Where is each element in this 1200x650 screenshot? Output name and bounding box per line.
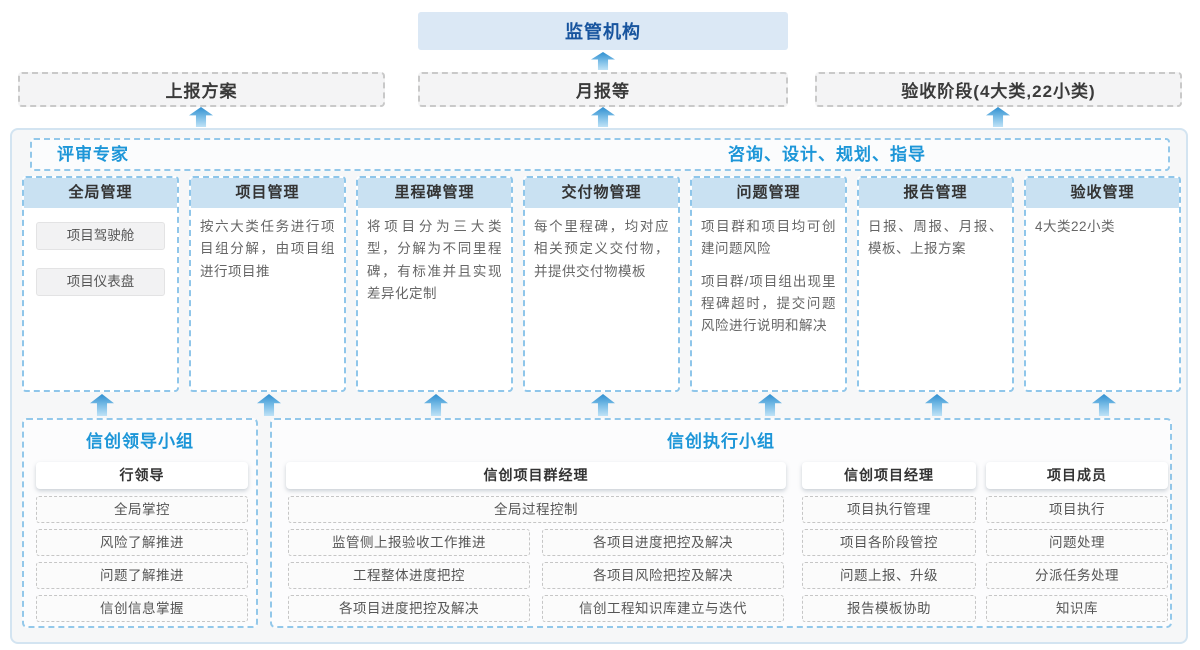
leadership-group-title: 信创领导小组 xyxy=(86,432,194,451)
experts-band: 评审专家 咨询、设计、规划、指导 xyxy=(30,138,1170,171)
project-manager-task: 项目执行管理 xyxy=(802,496,976,523)
program-manager-task: 监管侧上报验收工作推进 xyxy=(288,529,530,556)
column-description: 项目群和项目均可创建问题风险 xyxy=(701,219,836,257)
regulator-label: 监管机构 xyxy=(565,22,641,42)
project-member-pill: 项目成员 xyxy=(986,462,1168,489)
project-member-task: 分派任务处理 xyxy=(986,562,1168,589)
leadership-task: 风险了解推进 xyxy=(36,529,248,556)
program-manager-task: 各项目进度把控及解决 xyxy=(542,529,784,556)
report-plan-label: 上报方案 xyxy=(165,82,238,101)
up-arrow-icon xyxy=(591,107,615,127)
column-title: 交付物管理 xyxy=(525,178,678,208)
report-plan-box: 上报方案 xyxy=(18,72,385,107)
monthly-report-box: 月报等 xyxy=(418,72,788,107)
column-milestone-management: 里程碑管理 将项目分为三大类型，分解为不同里程碑，有标准并且实现差异化定制 xyxy=(356,176,513,392)
column-description: 4大类22小类 xyxy=(1035,219,1116,234)
acceptance-stage-box: 验收阶段(4大类,22小类) xyxy=(815,72,1182,107)
regulator-box: 监管机构 xyxy=(418,12,788,50)
column-title: 全局管理 xyxy=(24,178,177,208)
program-manager-task: 全局过程控制 xyxy=(288,496,784,523)
column-report-management: 报告管理 日报、周报、月报、模板、上报方案 xyxy=(857,176,1014,392)
program-manager-task: 工程整体进度把控 xyxy=(288,562,530,589)
up-arrow-icon xyxy=(986,107,1010,127)
column-project-management: 项目管理 按六大类任务进行项目组分解，由项目组进行项目推 xyxy=(189,176,346,392)
program-manager-pill: 信创项目群经理 xyxy=(286,462,786,489)
column-description: 每个里程碑，均对应相关预定义交付物，并提供交付物模板 xyxy=(534,219,669,279)
project-member-task: 项目执行 xyxy=(986,496,1168,523)
column-title: 验收管理 xyxy=(1026,178,1179,208)
up-arrow-icon xyxy=(189,107,213,127)
column-deliverable-management: 交付物管理 每个里程碑，均对应相关预定义交付物，并提供交付物模板 xyxy=(523,176,680,392)
project-manager-task: 项目各阶段管控 xyxy=(802,529,976,556)
column-title: 问题管理 xyxy=(692,178,845,208)
program-manager-task: 信创工程知识库建立与迭代 xyxy=(542,595,784,622)
leadership-task: 问题了解推进 xyxy=(36,562,248,589)
leadership-task: 信创信息掌握 xyxy=(36,595,248,622)
monthly-report-label: 月报等 xyxy=(576,82,630,101)
column-title: 里程碑管理 xyxy=(358,178,511,208)
project-cockpit-chip: 项目驾驶舱 xyxy=(36,222,165,250)
project-dashboard-chip: 项目仪表盘 xyxy=(36,268,165,296)
program-manager-task: 各项目进度把控及解决 xyxy=(288,595,530,622)
execution-group-title: 信创执行小组 xyxy=(667,432,775,451)
column-description: 将项目分为三大类型，分解为不同里程碑，有标准并且实现差异化定制 xyxy=(367,219,502,301)
project-manager-task: 问题上报、升级 xyxy=(802,562,976,589)
acceptance-stage-label: 验收阶段(4大类,22小类) xyxy=(901,82,1096,101)
program-manager-task: 各项目风险把控及解决 xyxy=(542,562,784,589)
review-experts-label: 评审专家 xyxy=(57,145,129,164)
project-member-task: 知识库 xyxy=(986,595,1168,622)
column-issue-management: 问题管理 项目群和项目均可创建问题风险 项目群/项目组出现里程碑超时，提交问题风… xyxy=(690,176,847,392)
column-acceptance-management: 验收管理 4大类22小类 xyxy=(1024,176,1181,392)
column-description: 日报、周报、月报、模板、上报方案 xyxy=(868,219,1003,257)
column-global-management: 全局管理 项目驾驶舱 项目仪表盘 xyxy=(22,176,179,392)
up-arrow-icon xyxy=(591,52,615,70)
leadership-task: 全局掌控 xyxy=(36,496,248,523)
leadership-group-box: 信创领导小组 行领导 全局掌控 风险了解推进 问题了解推进 信创信息掌握 xyxy=(22,418,258,628)
consulting-label: 咨询、设计、规划、指导 xyxy=(728,145,926,164)
project-manager-task: 报告模板协助 xyxy=(802,595,976,622)
column-title: 报告管理 xyxy=(859,178,1012,208)
project-manager-pill: 信创项目经理 xyxy=(802,462,976,489)
project-member-task: 问题处理 xyxy=(986,529,1168,556)
column-description: 按六大类任务进行项目组分解，由项目组进行项目推 xyxy=(200,219,335,279)
column-description: 项目群/项目组出现里程碑超时，提交问题风险进行说明和解决 xyxy=(701,273,836,334)
bank-leader-pill: 行领导 xyxy=(36,462,248,489)
column-title: 项目管理 xyxy=(191,178,344,208)
execution-group-box: 信创执行小组 信创项目群经理 全局过程控制 监管侧上报验收工作推进 工程整体进度… xyxy=(270,418,1172,628)
